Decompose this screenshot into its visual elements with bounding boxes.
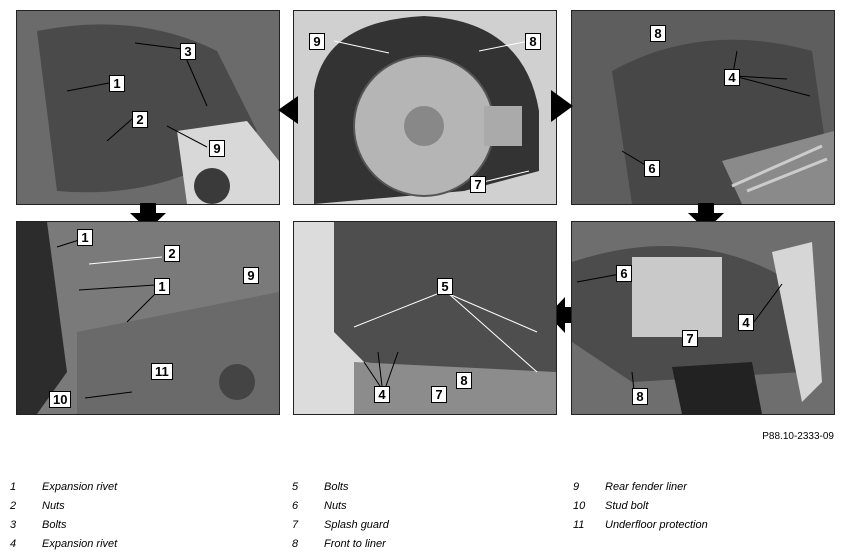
panel-4-illustration	[17, 222, 279, 414]
legend-label: Expansion rivet	[42, 537, 118, 550]
legend-label: Rear fender liner	[605, 480, 687, 493]
panel-2-illustration	[294, 11, 556, 204]
legend-item: 6 Nuts	[292, 496, 552, 515]
legend-item: 8 Front to liner	[292, 534, 552, 553]
legend-number: 7	[292, 518, 299, 531]
panel-5-illustration	[294, 222, 556, 414]
legend-item: 2 Nuts	[10, 496, 270, 515]
legend-label: Underfloor protection	[605, 518, 708, 531]
callout-8: 8	[632, 388, 648, 405]
legend-label: Bolts	[324, 480, 349, 493]
callout-4: 4	[374, 386, 390, 403]
arrow-panel-1-down	[130, 203, 166, 230]
legend-item: 1 Expansion rivet	[10, 477, 270, 496]
callout-3: 3	[180, 43, 196, 60]
callout-5: 5	[437, 278, 453, 295]
legend-number: 9	[573, 480, 580, 493]
callout-10: 10	[49, 391, 72, 408]
callout-9: 9	[309, 33, 325, 50]
legend-label: Bolts	[42, 518, 67, 531]
callout-4: 4	[738, 314, 754, 331]
legend-item: 10 Stud bolt	[573, 496, 833, 515]
callout-2: 2	[164, 245, 180, 262]
legend-item: 9 Rear fender liner	[573, 477, 833, 496]
callout-1: 1	[77, 229, 93, 246]
panel-1-illustration	[17, 11, 279, 204]
callout-6: 6	[644, 160, 660, 177]
callout-8: 8	[456, 372, 472, 389]
callout-6: 6	[616, 265, 632, 282]
callout-2: 2	[132, 111, 148, 128]
callout-1: 1	[154, 278, 170, 295]
legend-label: Stud bolt	[605, 499, 649, 512]
callout-4: 4	[724, 69, 740, 86]
zoom-connector-right	[551, 90, 573, 122]
panel-3-illustration	[572, 11, 834, 204]
zoom-connector-left	[278, 96, 298, 124]
panel-splash-guard-detail: 6 7 4 8	[571, 221, 835, 415]
arrow-panel-3-down	[688, 203, 724, 230]
panel-6-illustration	[572, 222, 834, 414]
callout-7: 7	[682, 330, 698, 347]
callout-9: 9	[243, 267, 259, 284]
legend-item: 11 Underfloor protection	[573, 515, 833, 534]
legend-column-2: 5 Bolts 6 Nuts 7 Splash guard 8 Front to lin…	[292, 477, 552, 553]
legend-number: 8	[292, 537, 299, 550]
arrow-panel-6-left	[548, 297, 575, 333]
panel-liner-front-section: 8 4 6	[571, 10, 835, 205]
callout-9: 9	[209, 140, 225, 157]
legend-label: Front to liner	[324, 537, 386, 550]
callout-7: 7	[431, 386, 447, 403]
legend-label: Nuts	[324, 499, 347, 512]
legend-item: 7 Splash guard	[292, 515, 552, 534]
legend-label: Expansion rivet	[42, 480, 118, 493]
legend-label: Nuts	[42, 499, 65, 512]
legend-number: 3	[10, 518, 17, 531]
legend-item: 5 Bolts	[292, 477, 552, 496]
panel-wheel-arch-liner-removed: 5 4 7 8	[293, 221, 557, 415]
legend-label: Splash guard	[324, 518, 389, 531]
legend-number: 1	[10, 480, 17, 493]
panel-underbody-side: 1 2 1 9 11 10	[16, 221, 280, 415]
panel-wheel-arch-brake: 9 8 7	[293, 10, 557, 205]
callout-8: 8	[650, 25, 666, 42]
legend-number: 6	[292, 499, 299, 512]
legend-number: 11	[573, 518, 585, 531]
callout-11: 11	[151, 363, 173, 380]
figure-reference: P88.10-2333-09	[762, 431, 834, 442]
callout-8: 8	[525, 33, 541, 50]
callout-1: 1	[109, 75, 125, 92]
legend-number: 2	[10, 499, 17, 512]
legend-column-3: 9 Rear fender liner 10 Stud bolt 11 Underfl…	[573, 477, 833, 534]
legend-number: 5	[292, 480, 299, 493]
legend-number: 4	[10, 537, 17, 550]
callout-7: 7	[470, 176, 486, 193]
panel-fender-liner-rear-view: 3 1 2 9	[16, 10, 280, 205]
legend-number: 10	[573, 499, 586, 512]
legend-item: 4 Expansion rivet	[10, 534, 270, 553]
legend-item: 3 Bolts	[10, 515, 270, 534]
